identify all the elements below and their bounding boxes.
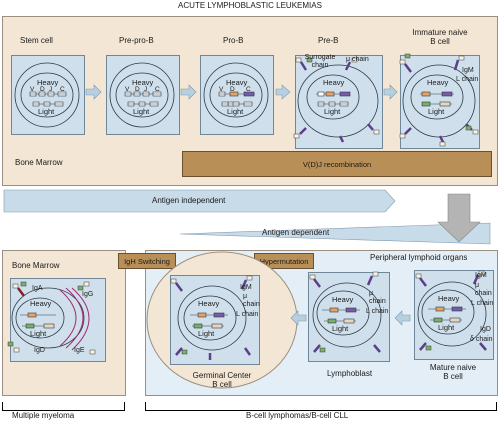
igh-switching-box: IgH Switching (118, 253, 176, 269)
seg-d-1: D (40, 86, 45, 93)
bracket-right-line (145, 410, 497, 411)
bracket-right-end (496, 402, 497, 410)
heavy-label-5: Heavy (427, 78, 449, 87)
heavy-label-1: Heavy (37, 78, 59, 87)
antigen-independent-label: Antigen independent (152, 196, 226, 205)
light-label-5: Light (428, 107, 445, 116)
vdj-recombination-bar: V(D)J recombination (182, 151, 492, 177)
l-chain-label-mature: L chain (471, 300, 494, 307)
igd-label-plasma: IgD (34, 347, 45, 354)
bracket-left-end (124, 402, 125, 410)
light-label-mature: Light (438, 323, 455, 332)
heavy-label-lymphoblast: Heavy (332, 295, 354, 304)
mu-chain-label-gc: μ chain (243, 293, 260, 308)
igd-label-mature: IgD (480, 326, 491, 333)
mature-naive-label: Mature naive B cell (429, 363, 477, 381)
mu-chain-label-lymphoblast: μ chain (369, 290, 386, 305)
bone-marrow-label-bottom: Bone Marrow (12, 261, 60, 270)
stage-label-pro-b: Pro-B (223, 36, 244, 45)
bracket-left-start (2, 402, 3, 410)
lymphoblast-label: Lymphoblast (327, 369, 373, 378)
heavy-label-2: Heavy (132, 78, 154, 87)
mu-chain-label-preb: μ chain (346, 56, 369, 63)
diagram-title: ACUTE LYMPHOBLASTIC LEUKEMIAS (178, 1, 322, 10)
bracket-right-start (145, 402, 146, 410)
l-chain-label-lymphoblast: L chain (366, 308, 389, 315)
cell-plasma (10, 278, 106, 362)
surrogate-chain-label: Surrogate chain (304, 54, 336, 69)
seg-c-2: C (155, 86, 160, 93)
seg-c-3: C (246, 86, 251, 93)
heavy-label-gc: Heavy (198, 299, 220, 308)
seg-j-1: J (49, 86, 53, 93)
seg-d-3: D (230, 86, 235, 93)
igm-label-mature: IgM (475, 272, 487, 279)
seg-v-1: V (30, 86, 35, 93)
light-label-4: Light (324, 107, 341, 116)
seg-v-2: V (125, 86, 130, 93)
seg-j-2: J (144, 86, 148, 93)
stage-label-pre-pro-b: Pre-pro-B (119, 36, 154, 45)
igm-label-gc: IgM (240, 284, 252, 291)
heavy-label-4: Heavy (323, 78, 345, 87)
seg-c-1: C (60, 86, 65, 93)
ige-label: IgE (74, 347, 85, 354)
delta-chain-label: δ chain (470, 336, 493, 343)
light-label-gc: Light (198, 329, 215, 338)
cell-pre-b (295, 55, 383, 149)
stage-label-pre-b: Pre-B (318, 36, 339, 45)
igm-label-immature: IgM (462, 67, 474, 74)
germinal-center-label: Germinal Center B cell (192, 371, 252, 389)
heavy-label-3: Heavy (226, 78, 248, 87)
seg-d-2: D (135, 86, 140, 93)
l-chain-label-immature: L chain (456, 76, 479, 83)
bone-marrow-label-top: Bone Marrow (15, 158, 63, 167)
light-label-plasma: Light (30, 329, 47, 338)
antigen-dependent-label: Antigen dependent (262, 228, 330, 237)
heavy-label-mature: Heavy (438, 294, 460, 303)
mu-chain-label-mature: μ chain (475, 282, 492, 297)
iga-label: IgA (32, 285, 43, 292)
light-label-lymphoblast: Light (332, 324, 349, 333)
stage-label-stem-cell: Stem cell (20, 36, 53, 45)
l-chain-label-gc: L chain (236, 311, 259, 318)
igg-label: IgG (82, 291, 94, 298)
heavy-label-plasma: Heavy (30, 299, 52, 308)
multiple-myeloma-label: Multiple myeloma (12, 411, 75, 420)
light-label-1: Light (38, 107, 55, 116)
light-label-2: Light (133, 107, 150, 116)
light-label-3: Light (227, 107, 244, 116)
stage-label-immature-naive: Immature naive B cell (412, 28, 468, 46)
seg-v-3: V (219, 86, 224, 93)
peripheral-lymphoid-label: Peripheral lymphoid organs (370, 253, 468, 262)
bcell-lymphomas-label: B-cell lymphomas/B-cell CLL (246, 411, 349, 420)
bracket-left-line (2, 410, 125, 411)
